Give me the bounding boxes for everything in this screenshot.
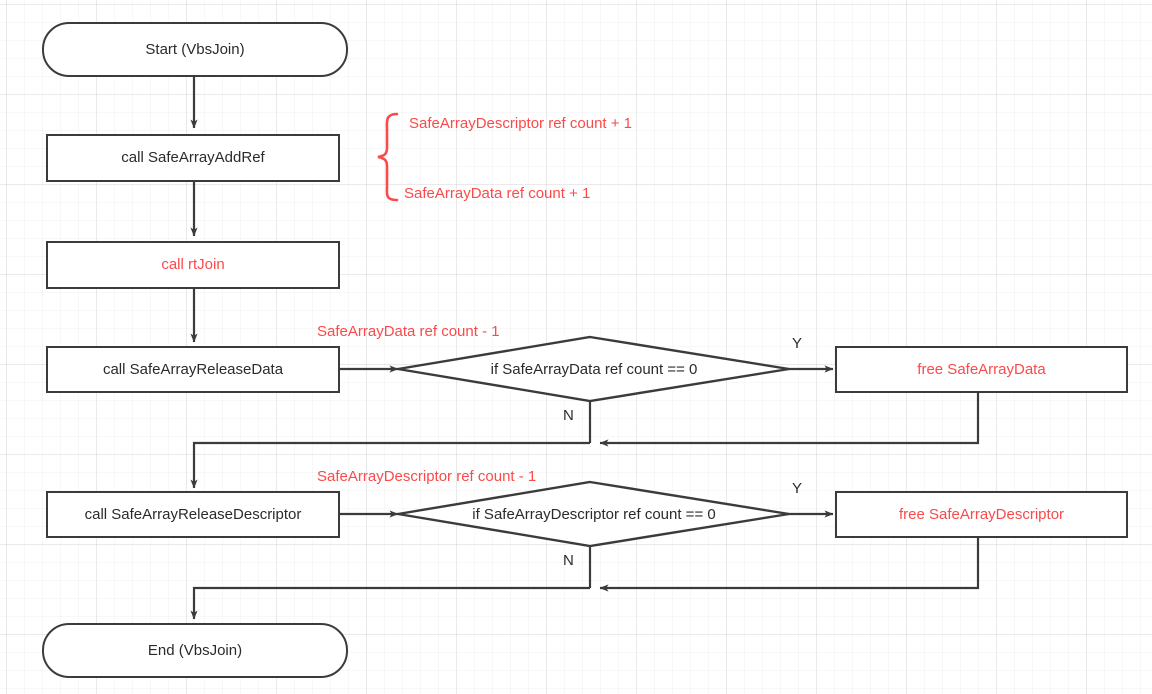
node-call-safearrayaddref-label: call SafeArrayAddRef — [121, 149, 265, 166]
node-call-safearrayaddref[interactable]: call SafeArrayAddRef — [46, 134, 340, 182]
node-start[interactable]: Start (VbsJoin) — [42, 22, 348, 77]
node-if-safearraydata-refcount-zero-label: if SafeArrayData ref count == 0 — [490, 360, 698, 378]
node-if-safearraydescriptor-refcount-zero[interactable]: if SafeArrayDescriptor ref count == 0 — [398, 482, 790, 546]
node-end[interactable]: End (VbsJoin) — [42, 623, 348, 678]
node-end-label: End (VbsJoin) — [147, 641, 243, 659]
edge-label-descriptor-yes: Y — [792, 480, 803, 497]
node-free-safearraydata[interactable]: free SafeArrayData — [835, 346, 1128, 393]
edge-merge-to-end — [190, 586, 590, 620]
node-call-rtjoin[interactable]: call rtJoin — [46, 241, 340, 289]
node-start-label: Start (VbsJoin) — [145, 40, 245, 58]
annotation-data-refcount-increment: SafeArrayData ref count + 1 — [404, 185, 591, 202]
annotation-descriptor-refcount-increment: SafeArrayDescriptor ref count + 1 — [409, 115, 633, 132]
node-free-safearraydescriptor-label: free SafeArrayDescriptor — [898, 505, 1065, 523]
node-call-safearrayreleasedata[interactable]: call SafeArrayReleaseData — [46, 346, 340, 393]
node-free-safearraydescriptor[interactable]: free SafeArrayDescriptor — [835, 491, 1128, 538]
node-call-safearrayreleasedescriptor-label: call SafeArrayReleaseDescriptor — [84, 505, 302, 523]
edge-label-data-yes: Y — [792, 335, 803, 352]
node-call-rtjoin-label: call rtJoin — [161, 256, 225, 273]
node-if-safearraydescriptor-refcount-zero-label: if SafeArrayDescriptor ref count == 0 — [472, 505, 716, 523]
annotation-descriptor-refcount-decrement: SafeArrayDescriptor ref count - 1 — [317, 468, 537, 485]
edge-label-descriptor-no: N — [563, 552, 574, 569]
node-call-safearrayreleasedata-label: call SafeArrayReleaseData — [102, 360, 284, 378]
annotation-data-refcount-decrement: SafeArrayData ref count - 1 — [317, 323, 500, 340]
node-if-safearraydata-refcount-zero[interactable]: if SafeArrayData ref count == 0 — [398, 337, 790, 401]
edge-label-data-no: N — [563, 407, 574, 424]
red-curly-brace — [377, 112, 399, 202]
node-call-safearrayreleasedescriptor[interactable]: call SafeArrayReleaseDescriptor — [46, 491, 340, 538]
node-free-safearraydata-label: free SafeArrayData — [917, 360, 1046, 378]
